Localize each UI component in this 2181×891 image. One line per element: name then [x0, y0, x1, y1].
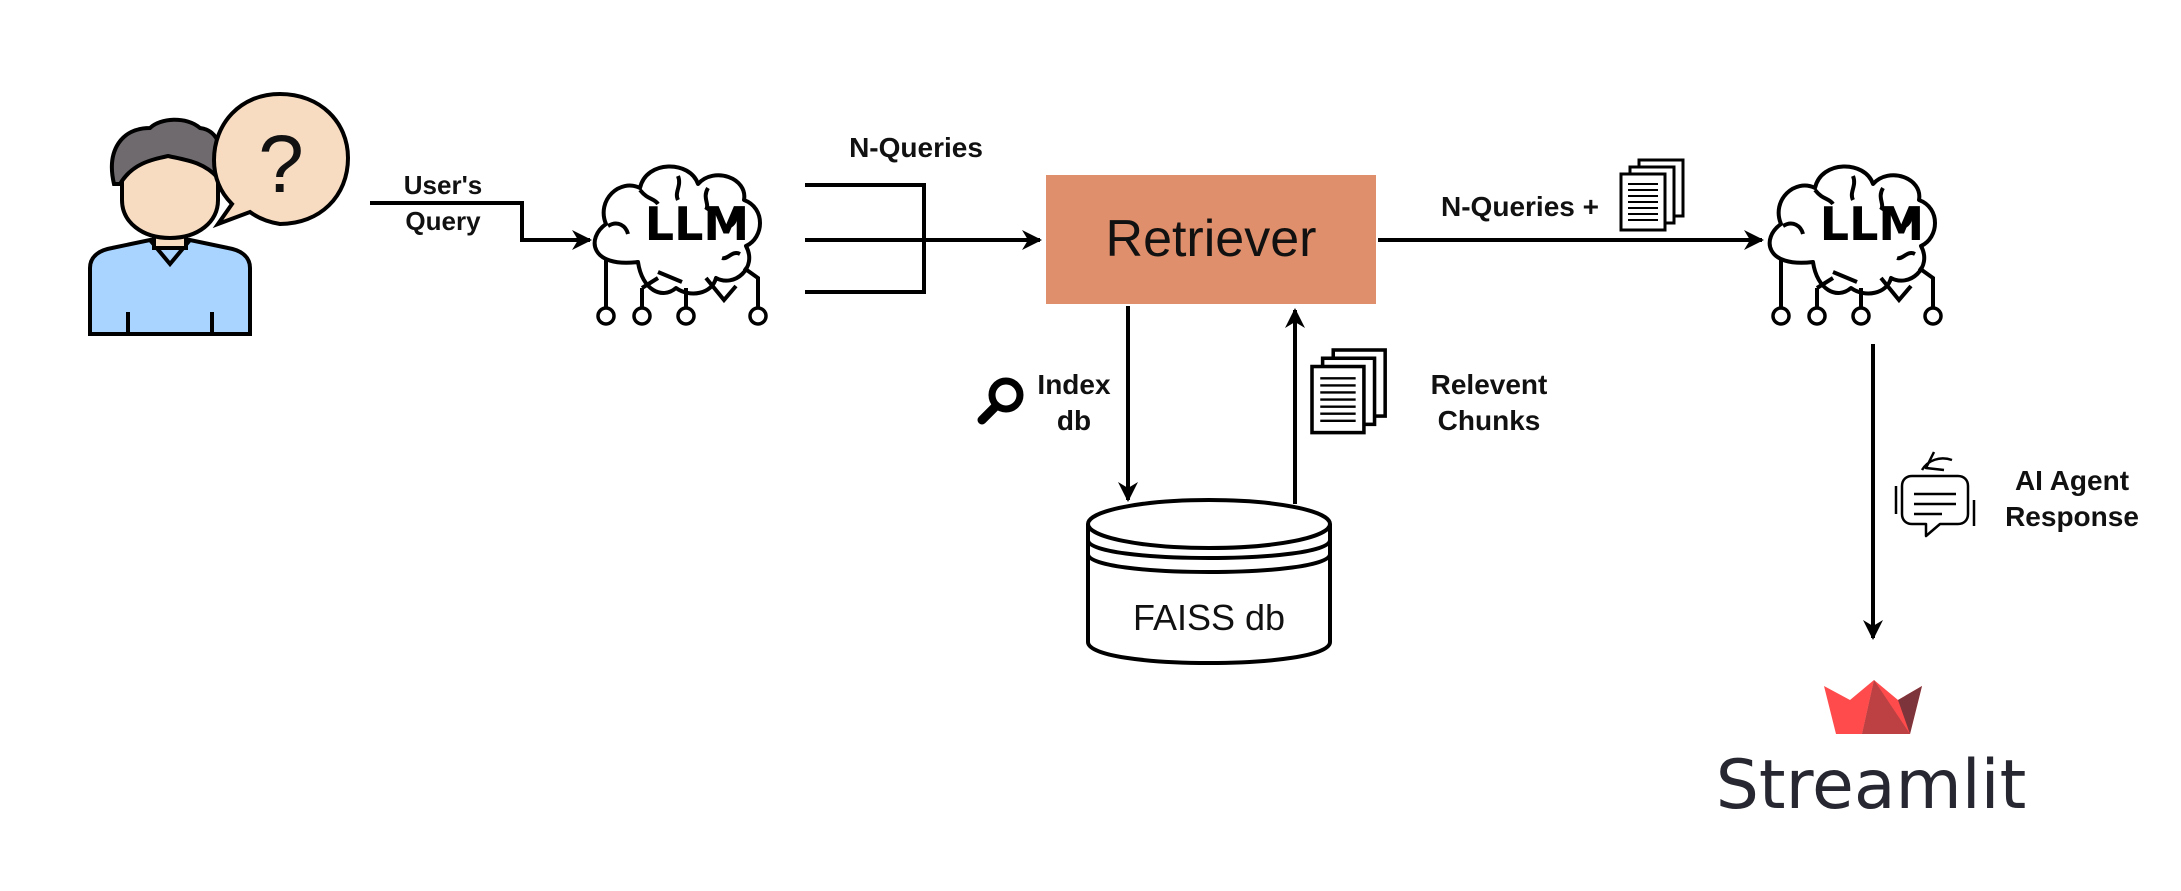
n-queries-bracket — [805, 183, 926, 294]
n-queries-label: N-Queries — [849, 132, 983, 163]
streamlit-logo-icon — [1824, 680, 1922, 734]
retriever-box — [1046, 175, 1376, 304]
index-db-label-2: db — [1057, 405, 1091, 436]
question-mark: ? — [258, 119, 304, 210]
user-to-llm-arrow — [370, 201, 592, 250]
index-db-label-1: Index — [1037, 369, 1111, 400]
faiss-db-label: FAISS db — [1133, 597, 1285, 638]
n-queries-plus-label: N-Queries + — [1441, 191, 1599, 222]
streamlit-wordmark: Streamlit — [1716, 746, 2026, 825]
user-person-icon — [88, 117, 252, 336]
documents-icon-top — [1619, 158, 1685, 232]
llm-right-label: LLM — [1820, 197, 1924, 251]
user-query-label-1: User's — [404, 170, 482, 200]
chat-response-icon — [1894, 451, 1976, 538]
llm-left-label: LLM — [645, 197, 749, 251]
magnifier-icon — [977, 377, 1024, 425]
documents-icon-chunks — [1310, 348, 1387, 435]
question-bubble-icon: ? — [211, 91, 351, 229]
retriever-label: Retriever — [1106, 210, 1317, 268]
agent-response-label-1: AI Agent — [2015, 465, 2129, 496]
agent-response-label-2: Response — [2005, 501, 2139, 532]
faiss-database-cylinder — [1086, 498, 1332, 665]
relevent-chunks-label-2: Chunks — [1438, 405, 1541, 436]
relevent-chunks-label-1: Relevent — [1431, 369, 1548, 400]
user-query-label-2: Query — [405, 206, 481, 236]
